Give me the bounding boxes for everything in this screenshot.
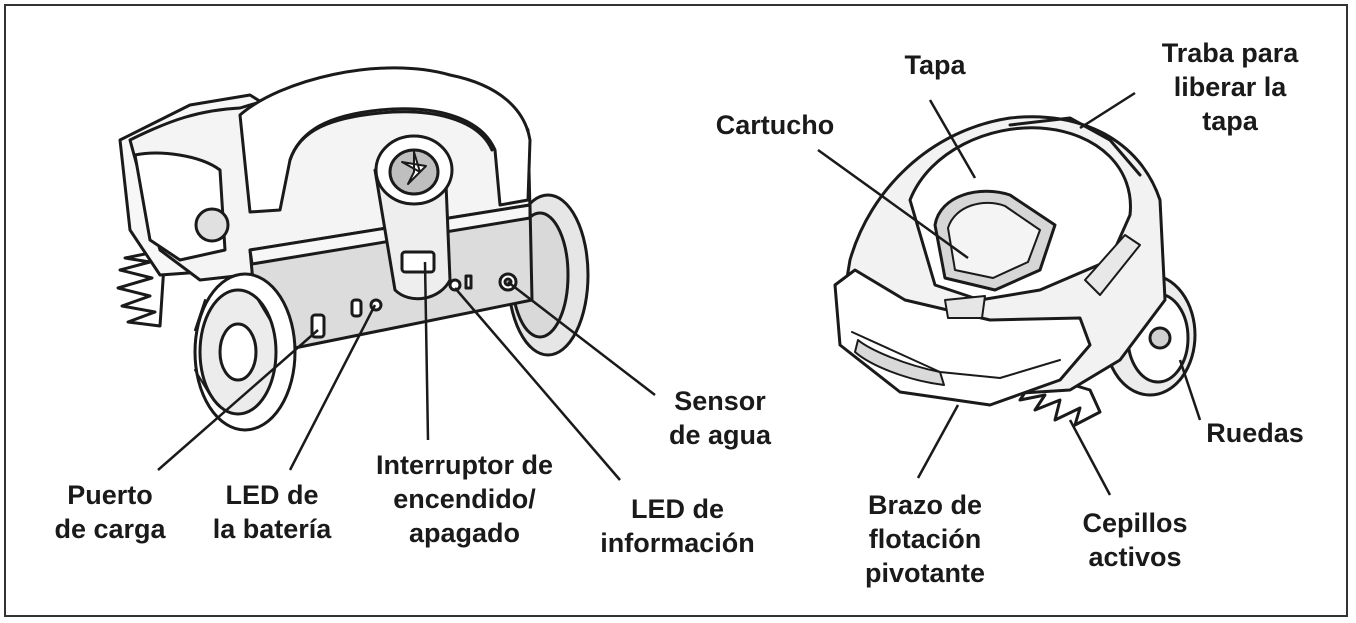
leader-sensor-agua [507, 281, 656, 396]
leader-cepillos [1068, 419, 1112, 496]
label-interruptor: Interruptor de encendido/ apagado [375, 450, 553, 548]
leader-ruedas [1178, 359, 1202, 421]
label-sensor-agua: Sensor de agua [668, 386, 772, 450]
leader-tapa [928, 99, 977, 179]
robot-rear-view [116, 66, 590, 432]
label-led-informacion: LED de información [600, 494, 755, 558]
label-cepillos: Cepillos activos [1082, 508, 1188, 572]
robot-front-view [833, 115, 1197, 427]
leader-traba [1079, 91, 1136, 130]
label-cartucho: Cartucho [715, 110, 835, 140]
leader-lines [157, 91, 1202, 496]
leader-interruptor [423, 261, 430, 441]
label-puerto-carga: Puerto de carga [54, 480, 166, 544]
leader-led-informacion [454, 287, 621, 481]
label-led-bateria: LED de la batería [212, 480, 332, 544]
label-tapa: Tapa [904, 50, 966, 80]
label-traba: Traba para liberar la tapa [1161, 38, 1299, 136]
leader-led-bateria [288, 304, 377, 471]
label-brazo: Brazo de flotación pivotante [864, 490, 985, 588]
label-ruedas: Ruedas [1206, 418, 1304, 448]
leader-brazo [916, 404, 960, 479]
leader-cartucho [817, 148, 969, 260]
leader-puerto-carga [157, 329, 319, 471]
